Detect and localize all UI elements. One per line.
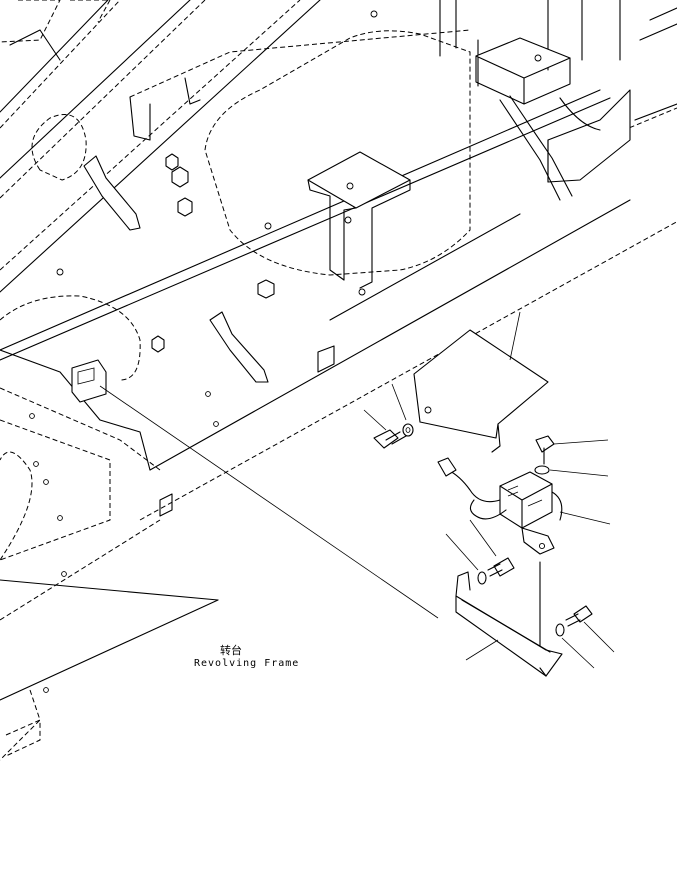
frame-label: 转台 Revolving Frame <box>194 643 299 669</box>
bolt-washer-middle <box>445 519 515 585</box>
hex-nut-group <box>56 10 378 353</box>
bolt-washer-left <box>363 383 414 449</box>
bolt-washer-bottom <box>555 605 615 669</box>
cover-plate <box>413 311 549 453</box>
relay-assembly <box>437 457 611 555</box>
leader-to-frame <box>99 385 439 619</box>
base-bracket <box>455 561 563 677</box>
frame-label-chinese: 转台 <box>220 643 242 657</box>
revolving-frame <box>0 0 677 761</box>
bolt-washer-top-right <box>534 435 609 477</box>
frame-label-english: Revolving Frame <box>194 658 299 669</box>
